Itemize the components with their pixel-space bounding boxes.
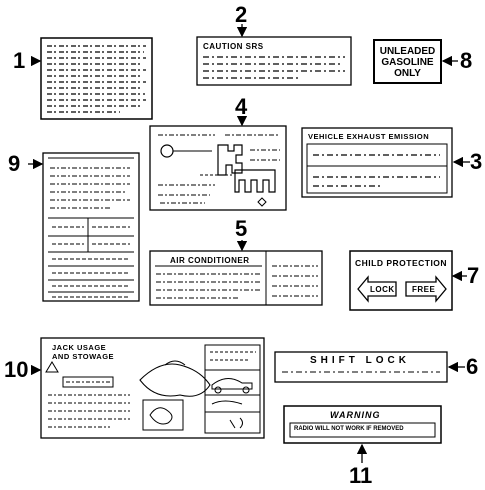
warning-subtext: RADIO WILL NOT WORK IF REMOVED [294, 426, 404, 432]
callout-number-9: 9 [8, 151, 21, 176]
callout-number-1: 1 [13, 48, 26, 73]
vehicle-exhaust-text: VEHICLE EXHAUST EMISSION [308, 132, 430, 141]
unleaded-line-1: UNLEADED [379, 46, 436, 57]
jack-usage-text: JACK USAGE [52, 343, 107, 352]
lock-text: LOCK [370, 285, 395, 294]
callout-number-2: 2 [235, 2, 248, 27]
unleaded-line-3: ONLY [394, 68, 421, 79]
label-5-box [149, 250, 323, 306]
callout-number-8: 8 [460, 48, 473, 73]
label-2-box [196, 36, 352, 86]
callout-number-11: 11 [349, 463, 373, 488]
callout-number-5: 5 [235, 216, 248, 241]
unleaded-line-2: GASOLINE [381, 57, 434, 68]
label-1-box [40, 37, 153, 120]
callout-number-3: 3 [470, 149, 483, 174]
and-stowage-text: AND STOWAGE [52, 352, 115, 361]
label-11-box [283, 405, 442, 444]
child-protection-text: CHILD PROTECTION [355, 258, 448, 268]
callout-number-10: 10 [4, 357, 29, 382]
callout-number-7: 7 [467, 263, 480, 288]
callout-number-6: 6 [466, 354, 479, 379]
label-4-box [149, 125, 287, 211]
warning-text: WARNING [330, 410, 381, 420]
free-text: FREE [412, 285, 436, 294]
label-6-box [274, 351, 448, 383]
air-conditioner-text: AIR CONDITIONER [170, 256, 250, 265]
label-10-box [40, 337, 265, 439]
label-9-box [42, 152, 140, 302]
shift-lock-text: SHIFT LOCK [310, 355, 410, 366]
label-8-box [373, 39, 442, 84]
unleaded-gasoline-text: UNLEADED GASOLINE ONLY [376, 46, 439, 79]
callout-number-4: 4 [235, 94, 248, 119]
caution-srs-text: CAUTION SRS [203, 42, 264, 51]
label-3-box [301, 127, 453, 198]
